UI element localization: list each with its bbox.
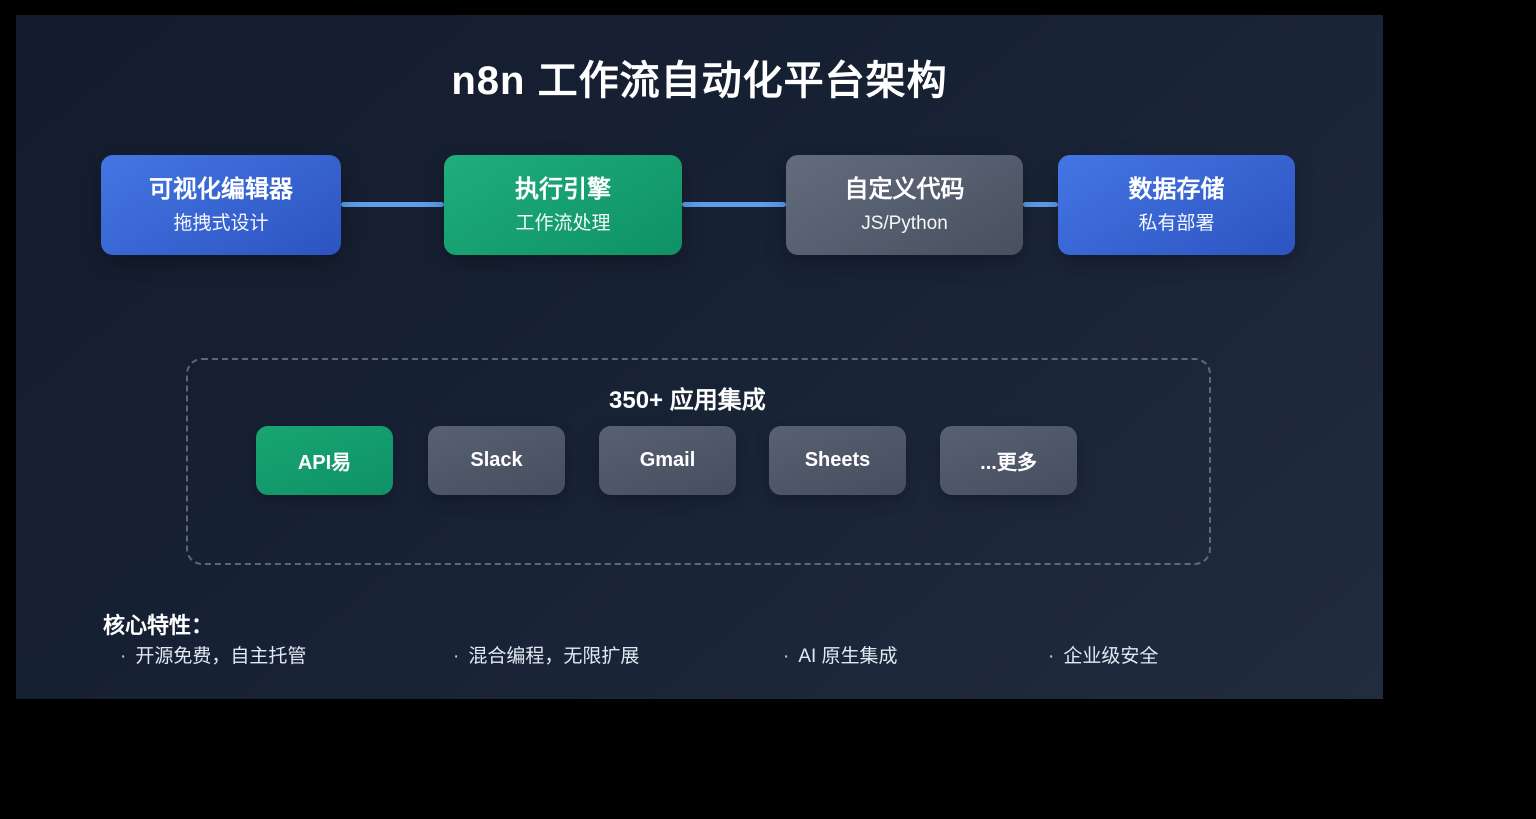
features-heading: 核心特性： (103, 613, 214, 638)
bullet-icon: · (783, 646, 790, 667)
integration-chip-slack: Slack (428, 426, 565, 495)
integrations-title: 350+ 应用集成 (609, 387, 766, 414)
integration-chip-more: ...更多 (940, 426, 1077, 495)
slide-canvas: n8n 工作流自动化平台架构 可视化编辑器 拖拽式设计 执行引擎 工作流处理 自… (16, 15, 1383, 699)
pipeline-box-custom-code: 自定义代码 JS/Python (786, 155, 1023, 255)
chip-label: Slack (470, 449, 523, 471)
box-title: 自定义代码 (844, 175, 965, 203)
box-title: 执行引擎 (515, 175, 611, 203)
feature-item-open-source: · 开源免费，自主托管 (120, 646, 306, 668)
feature-item-ai-native: · AI 原生集成 (783, 646, 898, 668)
connector-line-2 (682, 202, 786, 207)
box-title: 数据存储 (1128, 175, 1225, 203)
box-title: 可视化编辑器 (149, 175, 293, 203)
bullet-icon: · (1048, 646, 1055, 667)
chip-label: ...更多 (980, 452, 1037, 474)
box-subtitle: 拖拽式设计 (173, 212, 269, 234)
bullet-icon: · (453, 646, 460, 667)
box-subtitle: 私有部署 (1138, 212, 1215, 234)
feature-label: 企业级安全 (1063, 646, 1159, 667)
page-title: n8n 工作流自动化平台架构 (451, 59, 948, 103)
integration-chip-apiyi: API易 (256, 426, 393, 495)
chip-label: Gmail (639, 449, 696, 471)
connector-line-3 (1023, 202, 1058, 207)
feature-label: AI 原生集成 (798, 646, 898, 667)
pipeline-box-visual-editor: 可视化编辑器 拖拽式设计 (101, 155, 341, 255)
integrations-panel: 350+ 应用集成 (186, 358, 1211, 565)
chip-label: Sheets (804, 449, 871, 471)
bullet-icon: · (120, 646, 127, 667)
feature-item-hybrid-coding: · 混合编程，无限扩展 (453, 646, 639, 668)
pipeline-box-data-storage: 数据存储 私有部署 (1058, 155, 1295, 255)
chip-label: API易 (297, 452, 352, 474)
box-subtitle: JS/Python (861, 212, 948, 234)
feature-label: 开源免费，自主托管 (135, 646, 307, 667)
box-subtitle: 工作流处理 (515, 212, 611, 234)
integration-chip-gmail: Gmail (599, 426, 736, 495)
connector-line-1 (341, 202, 444, 207)
feature-item-enterprise-security: · 企业级安全 (1048, 646, 1158, 668)
pipeline-box-execution-engine: 执行引擎 工作流处理 (444, 155, 682, 255)
feature-label: 混合编程，无限扩展 (468, 646, 640, 667)
integration-chip-sheets: Sheets (769, 426, 906, 495)
